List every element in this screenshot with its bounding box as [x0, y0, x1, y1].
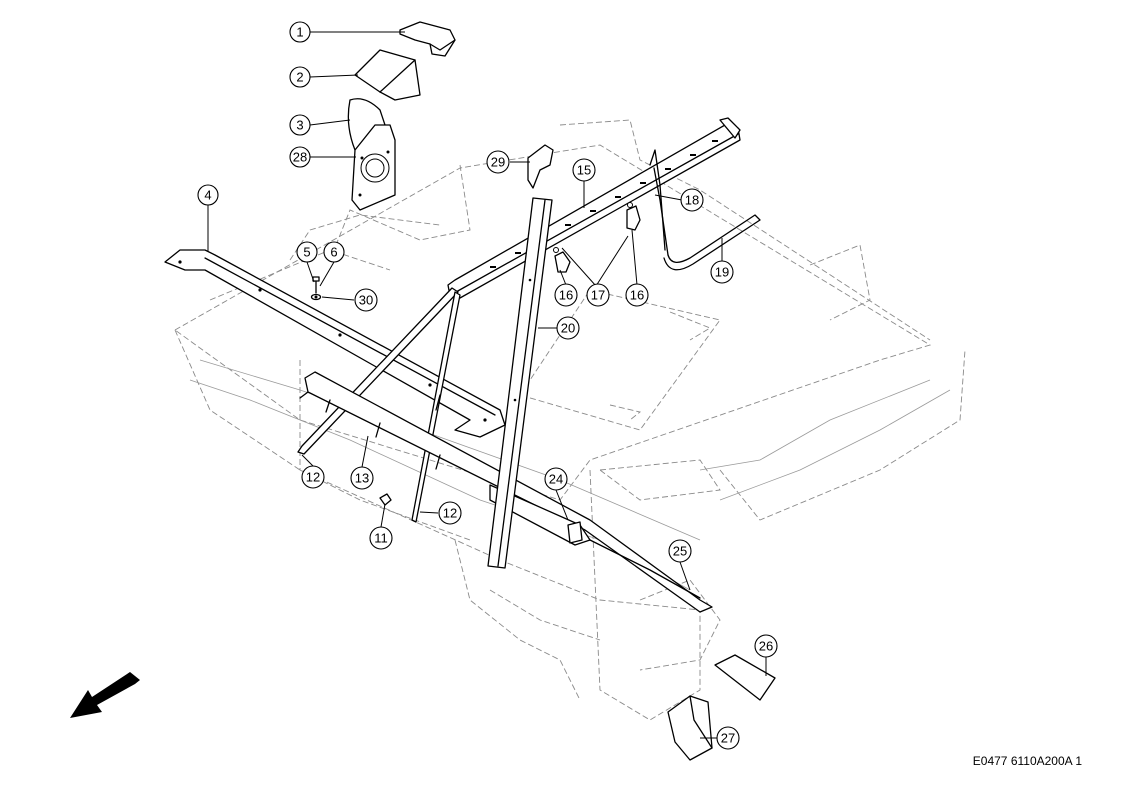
- callout-4: 4: [197, 184, 219, 206]
- part-20-post: [487, 197, 553, 569]
- part-15-beam: [447, 117, 741, 299]
- callout-6: 6: [323, 241, 345, 263]
- part-12-brace-right: [411, 291, 461, 523]
- part-16-bracket-b: [626, 202, 641, 231]
- part-24-angle: [489, 484, 591, 546]
- svg-text:29: 29: [491, 155, 505, 170]
- svg-text:4: 4: [204, 188, 211, 203]
- svg-text:30: 30: [359, 293, 373, 308]
- callout-3: 3: [289, 114, 311, 136]
- leader-lines: [207, 31, 767, 739]
- callout-25: 25: [668, 539, 692, 563]
- callout-17: 17: [586, 283, 610, 307]
- svg-text:16: 16: [630, 288, 644, 303]
- svg-text:12: 12: [443, 506, 457, 521]
- callout-19: 19: [710, 260, 734, 284]
- callout-30: 30: [354, 288, 378, 312]
- callout-2: 2: [289, 66, 311, 88]
- svg-text:18: 18: [685, 193, 699, 208]
- part-12-brace-left: [297, 287, 459, 455]
- svg-text:2: 2: [296, 70, 303, 85]
- part-29-clip: [527, 144, 554, 189]
- callout-11: 11: [369, 526, 393, 550]
- part-19-rod: [663, 214, 761, 271]
- svg-text:12: 12: [306, 470, 320, 485]
- svg-text:19: 19: [715, 265, 729, 280]
- part-11-clip: [379, 493, 392, 506]
- part-28-bracket: [351, 124, 396, 211]
- callout-15: 15: [572, 158, 596, 182]
- svg-text:5: 5: [303, 245, 310, 260]
- part-18-rod: [649, 149, 669, 256]
- callout-29: 29: [486, 150, 510, 174]
- part-26-cover: [714, 654, 776, 701]
- svg-text:28: 28: [293, 150, 307, 165]
- svg-text:3: 3: [296, 118, 303, 133]
- figure-code: E0477 6110A200A 1: [972, 754, 1082, 768]
- callout-26: 26: [754, 634, 778, 658]
- svg-text:24: 24: [549, 472, 563, 487]
- svg-text:15: 15: [577, 163, 591, 178]
- part-1-cover: [399, 21, 456, 57]
- callout-1: 1: [289, 21, 311, 43]
- svg-text:27: 27: [721, 731, 735, 746]
- part-2-shield: [354, 49, 421, 101]
- callout-20: 20: [556, 316, 580, 340]
- callout-28: 28: [289, 146, 311, 168]
- svg-text:1: 1: [296, 25, 303, 40]
- part-27-guard: [667, 695, 713, 761]
- svg-text:11: 11: [374, 531, 388, 546]
- svg-text:25: 25: [673, 544, 687, 559]
- part-16-bracket-a: [553, 247, 571, 273]
- callout-5: 5: [296, 241, 318, 263]
- svg-text:6: 6: [330, 245, 337, 260]
- svg-text:26: 26: [759, 639, 773, 654]
- svg-text:16: 16: [559, 288, 573, 303]
- direction-arrow-icon: [70, 672, 140, 718]
- callout-16-b: 16: [625, 283, 649, 307]
- ghost-frame: [174, 119, 966, 721]
- svg-text:20: 20: [561, 321, 575, 336]
- callout-24: 24: [544, 467, 568, 491]
- svg-text:17: 17: [591, 288, 605, 303]
- callout-27: 27: [716, 726, 740, 750]
- callout-18: 18: [680, 188, 704, 212]
- part-4-rail: [164, 249, 506, 438]
- callout-12-b: 12: [438, 501, 462, 525]
- part-5-6-30-bolt: [310, 276, 322, 301]
- svg-text:13: 13: [355, 471, 369, 486]
- callout-13: 13: [350, 466, 374, 490]
- callout-16-a: 16: [554, 283, 578, 307]
- part-13-angle: [299, 371, 713, 613]
- callout-12-a: 12: [301, 465, 325, 489]
- part-25-strip: [589, 539, 701, 599]
